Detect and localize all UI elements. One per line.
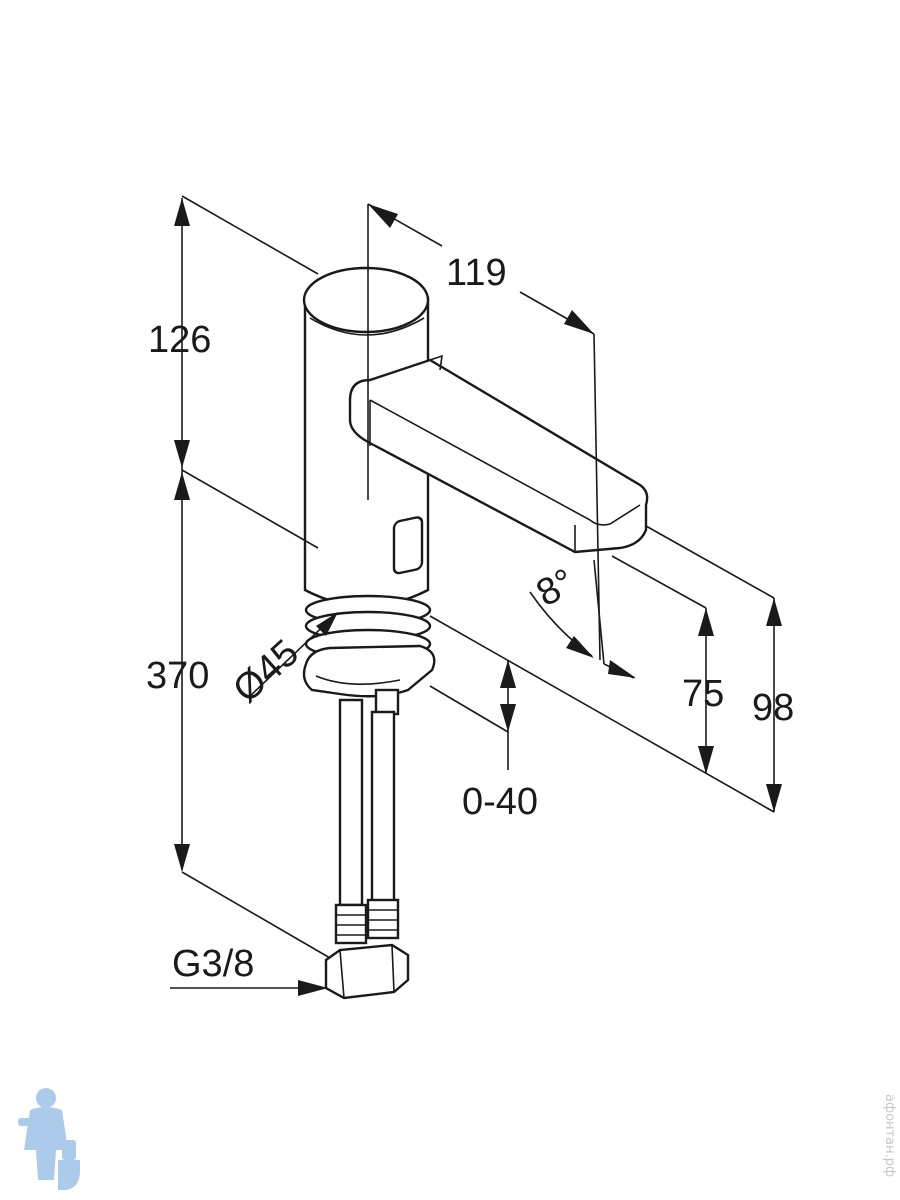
dimension-lines bbox=[170, 195, 782, 996]
dim-label-g38: G3/8 bbox=[172, 943, 254, 985]
dim-label-98: 98 bbox=[752, 687, 794, 729]
dim-label-119: 119 bbox=[446, 252, 507, 294]
dim-label-0-40: 0-40 bbox=[462, 781, 538, 823]
dim-label-126: 126 bbox=[148, 319, 211, 361]
plumber-logo bbox=[18, 1088, 80, 1190]
site-watermark: афонтан.рф bbox=[882, 1094, 897, 1177]
dim-label-diameter: Ø45 bbox=[225, 632, 306, 711]
dim-label-370: 370 bbox=[146, 655, 209, 697]
faucet-spout bbox=[348, 354, 649, 554]
mounting-rings bbox=[302, 594, 436, 716]
faucet-body bbox=[302, 266, 649, 1000]
supply-hoses bbox=[324, 698, 410, 1000]
dim-label-angle: 8° bbox=[530, 561, 582, 615]
sensor-window bbox=[392, 516, 424, 575]
dim-label-75: 75 bbox=[682, 673, 724, 715]
